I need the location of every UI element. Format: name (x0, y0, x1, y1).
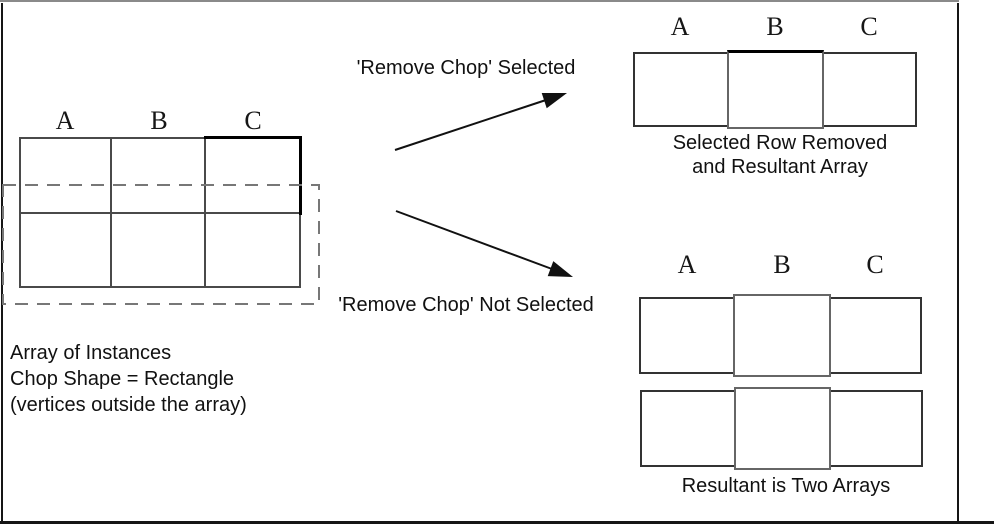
selected-result-label-a: A (670, 12, 690, 41)
arrow-remove-chop-selected (394, 93, 567, 151)
source-grid-highlight-cell (204, 136, 302, 215)
split-result-label-c: C (866, 250, 884, 279)
split-array1-cell-a (639, 297, 736, 374)
frame-top-border (0, 0, 959, 2)
split-result-label-b: B (773, 250, 791, 279)
frame-bottom-border (0, 521, 994, 524)
frame-left-border (1, 3, 3, 523)
selected-result-cell-b (727, 50, 824, 129)
split-array2-cell-c (828, 390, 923, 467)
source-caption-line-2: Chop Shape = Rectangle (10, 368, 235, 390)
split-array2-cell-a (640, 390, 737, 467)
source-array-label-b: B (150, 106, 168, 135)
remove-chop-selected-label: 'Remove Chop' Selected (356, 57, 576, 79)
source-array-caption: Array of Instances Chop Shape = Rectangl… (10, 340, 247, 418)
split-array1-cell-b (733, 294, 831, 377)
selected-result-label-b: B (766, 12, 784, 41)
frame-right-border (957, 3, 959, 523)
source-caption-line-3: (vertices outside the array) (10, 394, 247, 416)
selected-caption-line-1: Selected Row Removed (672, 132, 888, 154)
split-array1-cell-c (828, 297, 922, 374)
selected-result-caption: Selected Row Removed and Resultant Array (630, 131, 930, 179)
source-array-label-c: C (244, 106, 262, 135)
source-array-label-a: A (55, 106, 75, 135)
selected-result-cell-c (821, 52, 917, 127)
selected-result-label-c: C (860, 12, 878, 41)
split-result-caption: Resultant is Two Arrays (681, 475, 891, 497)
remove-chop-not-selected-label: 'Remove Chop' Not Selected (338, 294, 594, 316)
selected-result-cell-a (633, 52, 729, 127)
selected-caption-line-2: and Resultant Array (692, 156, 868, 178)
source-caption-line-1: Array of Instances (10, 342, 172, 364)
split-array2-cell-b (734, 387, 831, 470)
split-result-label-a: A (677, 250, 697, 279)
arrow-remove-chop-not-selected (395, 210, 573, 277)
